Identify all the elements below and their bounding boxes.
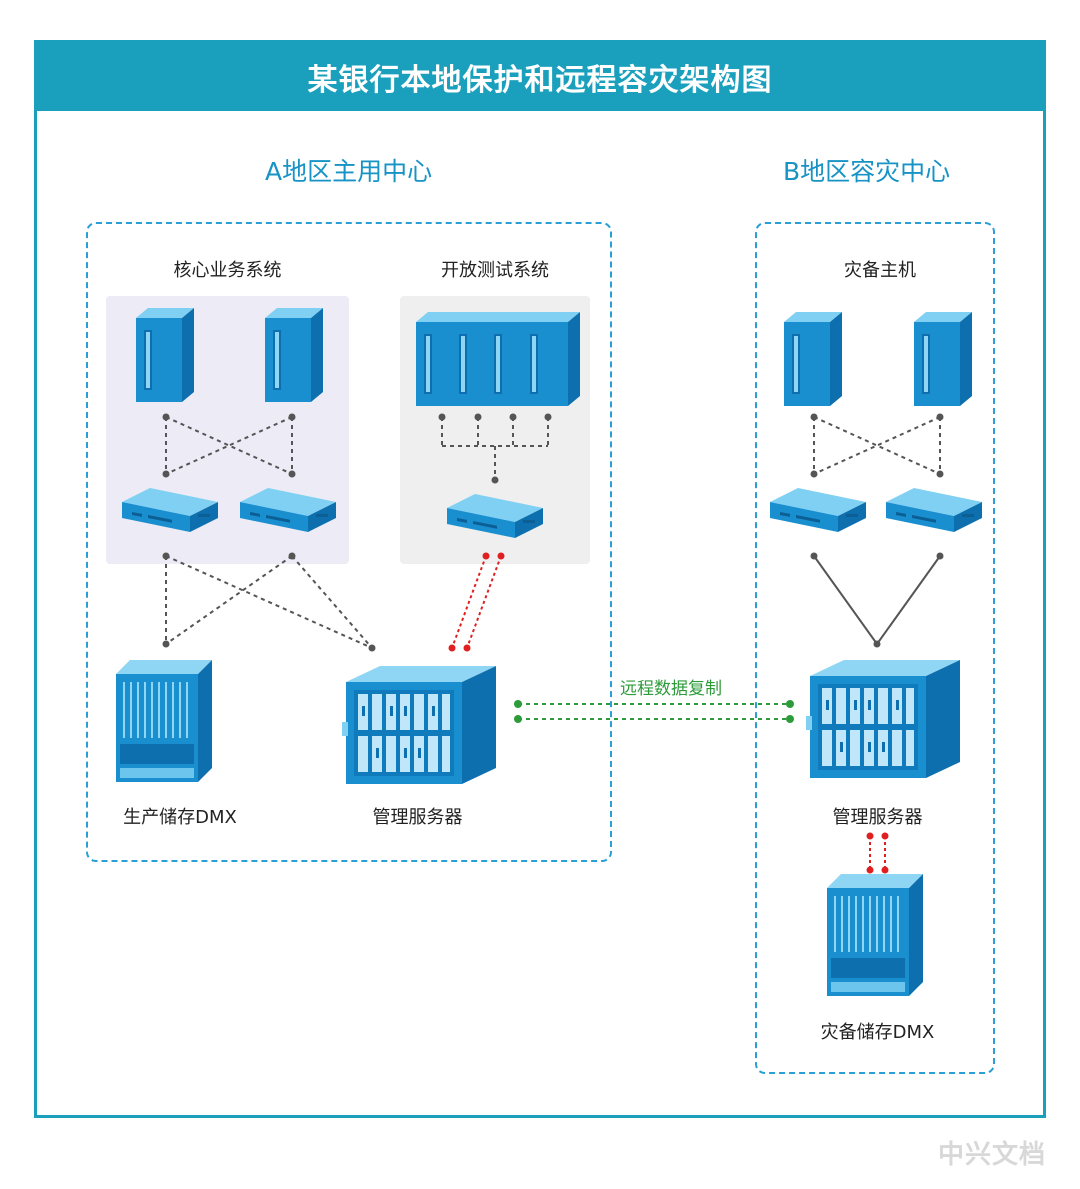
dr-storage-icon: [826, 873, 924, 997]
site-b-server-label: 管理服务器: [832, 807, 923, 828]
site-b-title: B地区容灾中心: [783, 157, 951, 186]
diagram-title: 某银行本地保护和远程容灾架构图: [37, 43, 1043, 111]
core-server-2-icon: [265, 308, 323, 402]
test-system-label: 开放测试系统: [441, 260, 549, 281]
production-storage-label: 生产储存DMX: [123, 807, 237, 828]
diagram-frame: 某银行本地保护和远程容灾架构图: [34, 40, 1046, 1118]
core-system-label: 核心业务系统: [173, 260, 282, 281]
site-a-server-label: 管理服务器: [372, 807, 463, 828]
dr-host-2-icon: [914, 312, 972, 406]
test-switch-icon: [447, 494, 543, 538]
production-storage-icon: [115, 659, 213, 783]
core-server-1-icon: [136, 308, 194, 402]
site-a-server-icon: [342, 666, 496, 784]
site-b-server-icon: [806, 660, 960, 778]
site-a-box: [86, 222, 612, 862]
dr-host-1-icon: [784, 312, 842, 406]
dr-switch-1-icon: [770, 488, 866, 532]
core-switch-2-icon: [240, 488, 336, 532]
dr-hosts-label: 灾备主机: [844, 260, 916, 281]
dr-storage-label: 灾备储存DMX: [820, 1022, 935, 1043]
site-a-title: A地区主用中心: [265, 157, 433, 186]
watermark: 中兴文档: [937, 1140, 1046, 1170]
replication-label: 远程数据复制: [620, 679, 722, 699]
dr-switch-2-icon: [886, 488, 982, 532]
core-switch-1-icon: [122, 488, 218, 532]
site-b-box: [755, 222, 995, 1074]
test-server-4-icon: [522, 312, 580, 406]
